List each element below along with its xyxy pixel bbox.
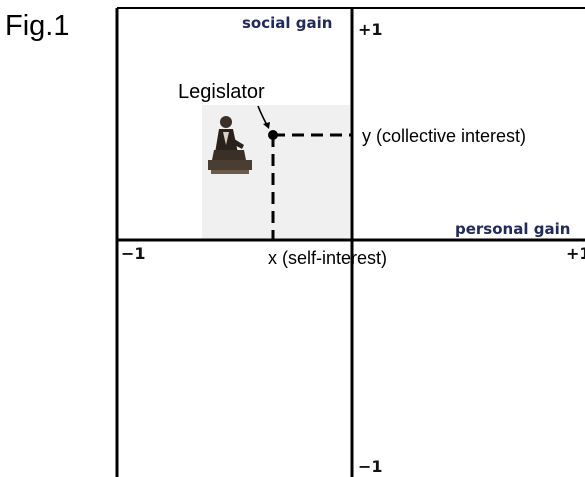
- seated-legislator-icon: [208, 116, 252, 174]
- y-projection-label: y (collective interest): [362, 126, 526, 146]
- legislator-arrowhead: [263, 122, 270, 129]
- figure-label: Fig.1: [5, 10, 70, 42]
- legislator-label: Legislator: [178, 81, 265, 103]
- x-projection-label: x (self-interest): [268, 248, 387, 268]
- vertical-axis-label: social gain: [242, 14, 332, 32]
- right-tick-label: +1: [566, 244, 585, 263]
- horizontal-axis-label: personal gain: [455, 220, 570, 238]
- top-tick-label: +1: [358, 20, 383, 39]
- bottom-tick-label: −1: [358, 457, 383, 476]
- legislator-point: [268, 130, 278, 140]
- left-tick-label: −1: [121, 244, 146, 263]
